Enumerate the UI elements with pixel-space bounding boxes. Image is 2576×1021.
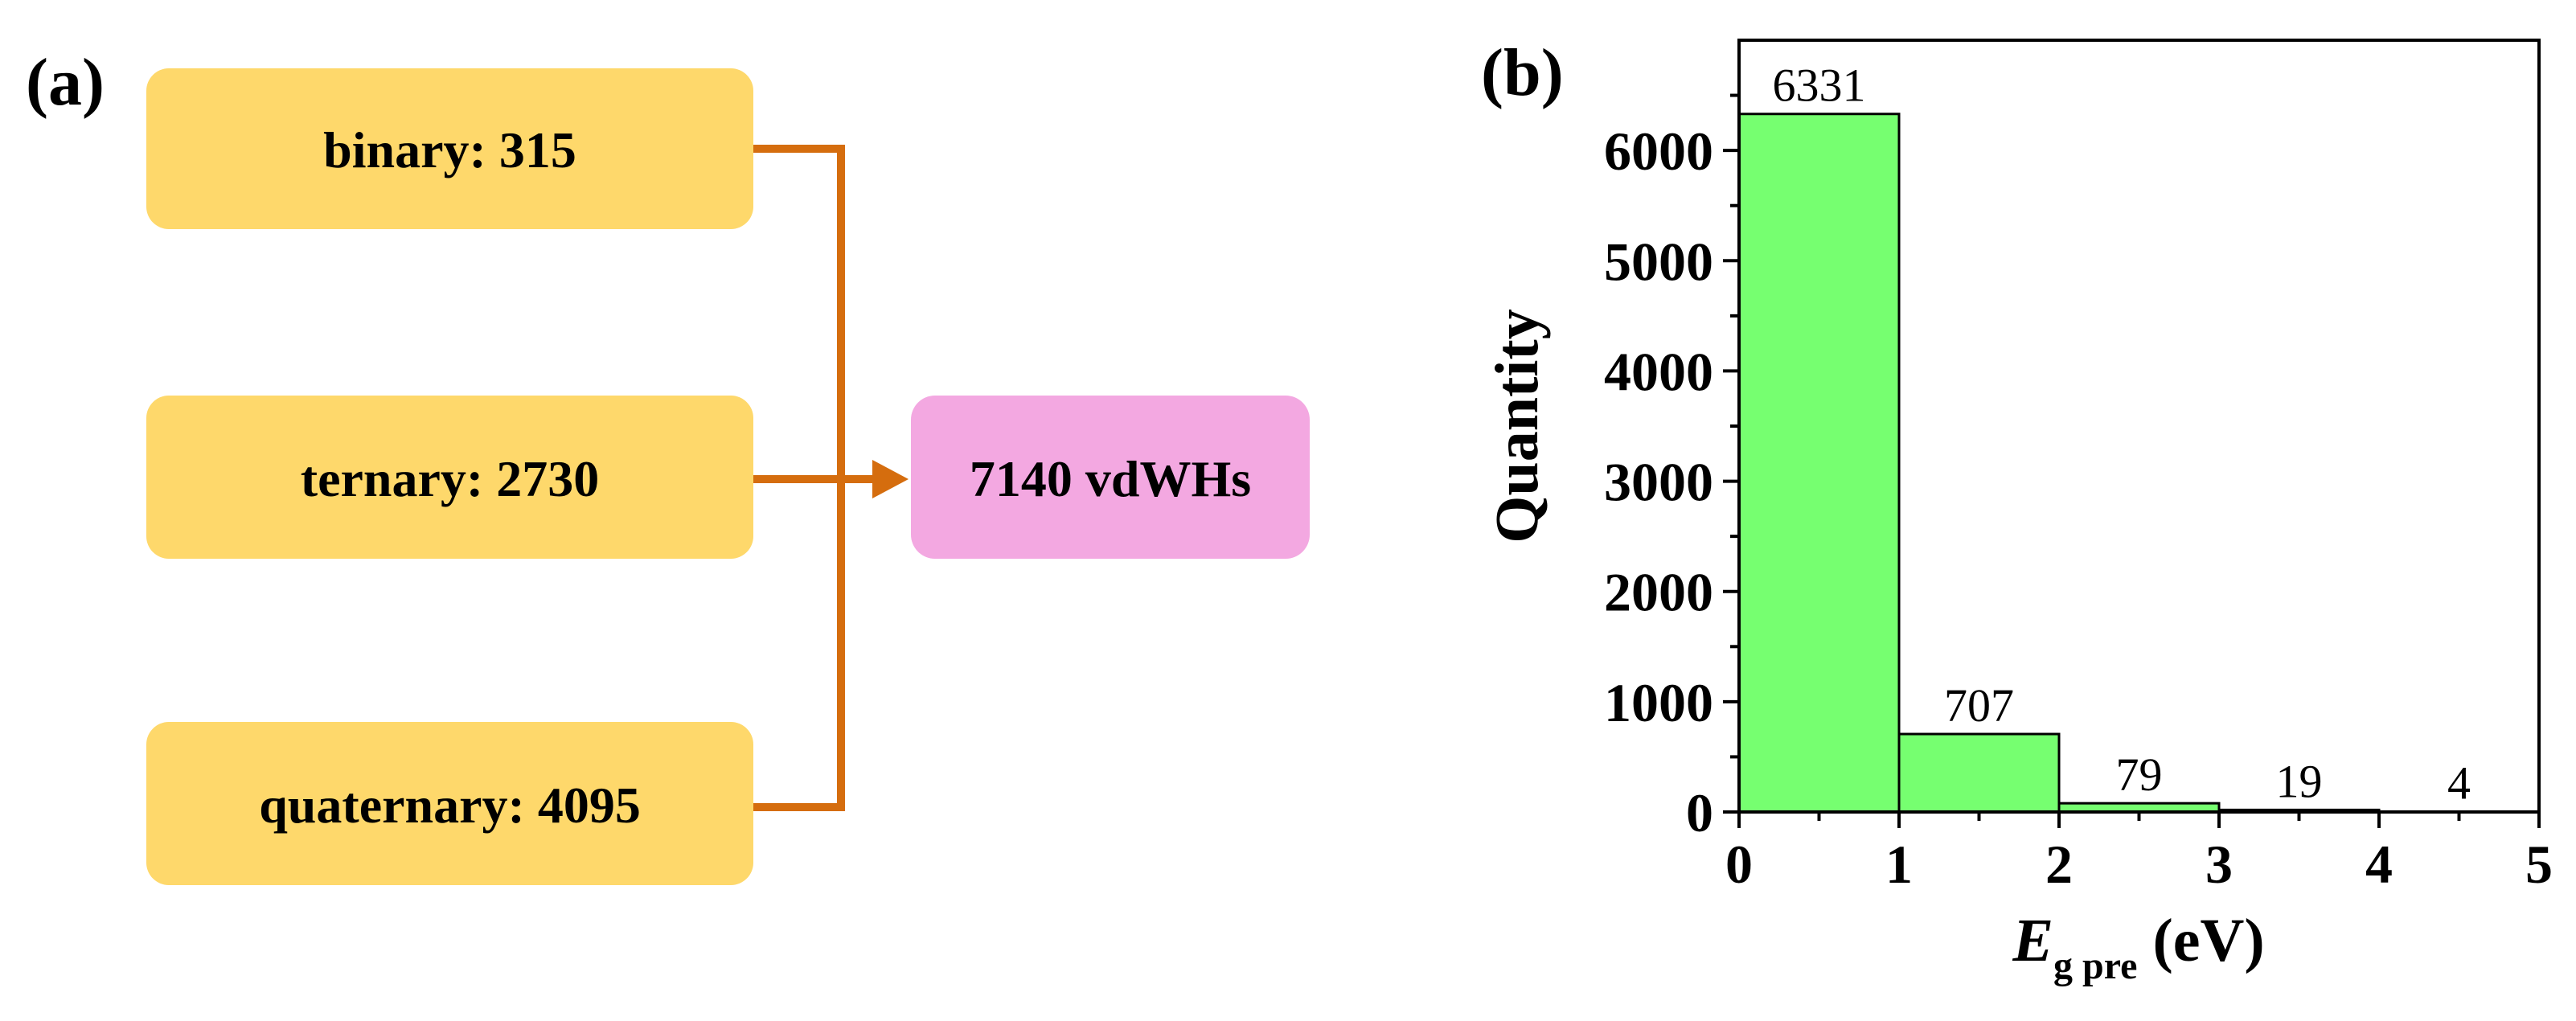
panel-b: (b) 6331 707 79 19 4 0 1 2 3 4 5 0 1000 2000 3000 4000… [1481, 35, 2553, 987]
input-box-binary-text: binary: 315 [323, 121, 576, 178]
connector [753, 145, 909, 811]
y-tick-label-6: 6000 [1604, 121, 1713, 182]
y-tick-label-0: 0 [1686, 782, 1713, 843]
x-axis-title: Eg pre (eV) [2012, 907, 2264, 987]
input-box-ternary: ternary: 2730 [146, 396, 753, 559]
input-box-quaternary-text: quaternary: 4095 [259, 777, 641, 834]
y-axis-title: Quantity [1483, 309, 1551, 543]
bar-label-3: 19 [2276, 755, 2323, 807]
output-box: 7140 vdWHs [911, 396, 1310, 559]
y-tick-label-3: 3000 [1604, 452, 1713, 513]
input-box-ternary-text: ternary: 2730 [301, 450, 599, 507]
chart-ticks [1723, 93, 2541, 828]
bar-label-0: 6331 [1773, 59, 1866, 112]
bar-1 [1897, 732, 2061, 814]
input-box-binary: binary: 315 [146, 68, 753, 229]
input-box-quaternary: quaternary: 4095 [146, 722, 753, 885]
bar-0 [1737, 113, 1901, 814]
y-tick-label-5: 5000 [1604, 231, 1713, 292]
x-tick-label-3: 3 [2205, 834, 2233, 895]
panel-a: (a) binary: 315 ternary: 2730 quaternary… [26, 45, 1310, 885]
bar-label-2: 79 [2116, 748, 2163, 801]
x-axis-title-main: E [2012, 907, 2053, 974]
panel-a-label: (a) [26, 45, 105, 120]
chart-tick-labels: 0 1 2 3 4 5 0 1000 2000 3000 4000 5000 6000 [1604, 121, 2553, 895]
y-tick-label-2: 2000 [1604, 562, 1713, 623]
chart-bars [1737, 113, 2541, 814]
x-tick-label-2: 2 [2045, 834, 2073, 895]
chart-bar-labels: 6331 707 79 19 4 [1773, 59, 2471, 810]
x-tick-label-5: 5 [2525, 834, 2553, 895]
arrow-head [872, 460, 909, 498]
x-tick-label-1: 1 [1885, 834, 1913, 895]
y-tick-label-4: 4000 [1604, 341, 1713, 402]
x-axis-title-unit: (eV) [2137, 907, 2264, 974]
output-box-text: 7140 vdWHs [970, 450, 1251, 507]
y-tick-label-1: 1000 [1604, 672, 1713, 733]
bar-label-4: 4 [2447, 757, 2471, 809]
x-tick-label-4: 4 [2365, 834, 2393, 895]
bar-label-1: 707 [1944, 679, 2014, 732]
x-axis-title-subscript: g pre [2053, 945, 2137, 987]
panel-b-label: (b) [1481, 35, 1564, 110]
x-tick-label-0: 0 [1725, 834, 1753, 895]
